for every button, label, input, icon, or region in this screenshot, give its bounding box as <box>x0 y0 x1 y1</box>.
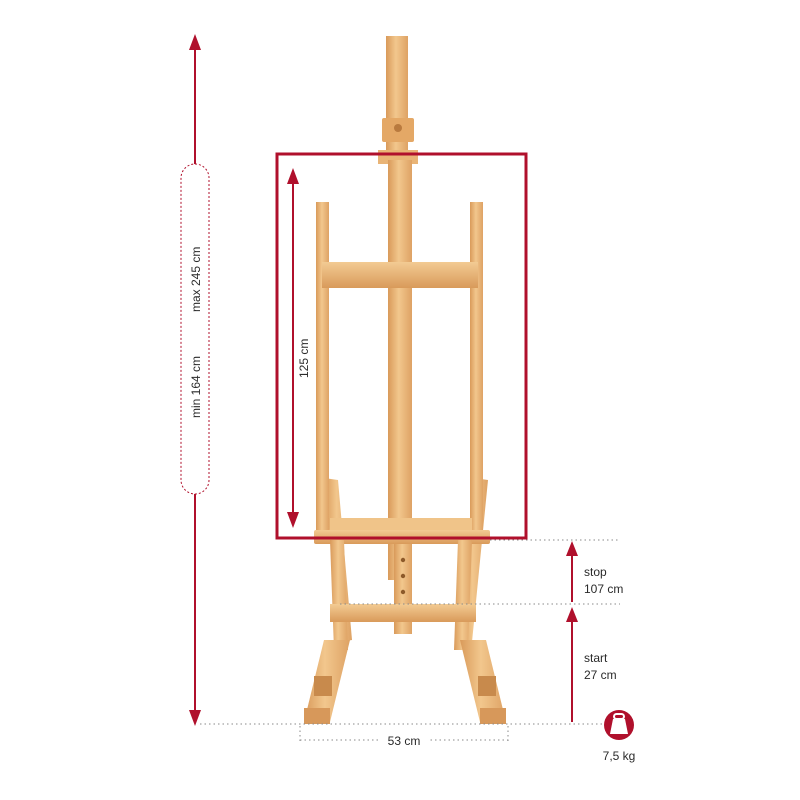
max-height-label: max 245 cm <box>189 247 203 312</box>
start-dimension: start 27 cm <box>566 607 617 722</box>
mast-hole <box>400 573 406 579</box>
height-arrow-head-top <box>189 34 201 50</box>
weight-icon <box>610 713 628 734</box>
width-label: 53 cm <box>388 734 421 748</box>
weight-badge: 7,5 kg <box>603 710 636 763</box>
stop-word: stop <box>584 565 607 579</box>
mast-hole <box>400 557 406 563</box>
height-label-box <box>180 163 210 495</box>
easel-illustration <box>304 36 506 724</box>
upright-right <box>470 202 483 530</box>
weight-label: 7,5 kg <box>603 749 636 763</box>
front-leg-right <box>454 540 472 650</box>
min-height-label: min 164 cm <box>189 356 203 418</box>
mast-main <box>388 160 412 580</box>
canvas-frame <box>275 152 528 540</box>
stop-arrow-head <box>566 541 578 556</box>
lower-crossbar <box>330 604 476 622</box>
reference-lines <box>200 539 620 742</box>
start-arrow-head <box>566 607 578 622</box>
upright-left <box>316 202 329 530</box>
stop-dimension: stop 107 cm <box>566 541 623 602</box>
start-word: start <box>584 651 608 665</box>
front-leg-left <box>330 540 348 650</box>
canvas-arrow-head-top <box>287 168 299 184</box>
canvas-height-label: 125 cm <box>297 339 311 378</box>
overall-height-dimension: max 245 cm min 164 cm <box>180 34 210 726</box>
height-arrow-head-bottom <box>189 710 201 726</box>
stop-value: 107 cm <box>584 582 623 596</box>
width-dimension: 53 cm <box>300 732 508 748</box>
mast-hole <box>400 589 406 595</box>
upper-crossbar <box>322 262 478 288</box>
canvas-height-dimension: 125 cm <box>287 168 311 528</box>
clamp-knob <box>394 124 402 132</box>
wheel-block-right <box>478 676 496 696</box>
foot-right <box>480 708 506 724</box>
canvas-arrow-head-bottom <box>287 512 299 528</box>
wheel-block-left <box>314 676 332 696</box>
width-label-bg <box>380 732 428 748</box>
foot-left <box>304 708 330 724</box>
canvas-tray-top <box>330 518 472 532</box>
start-value: 27 cm <box>584 668 617 682</box>
